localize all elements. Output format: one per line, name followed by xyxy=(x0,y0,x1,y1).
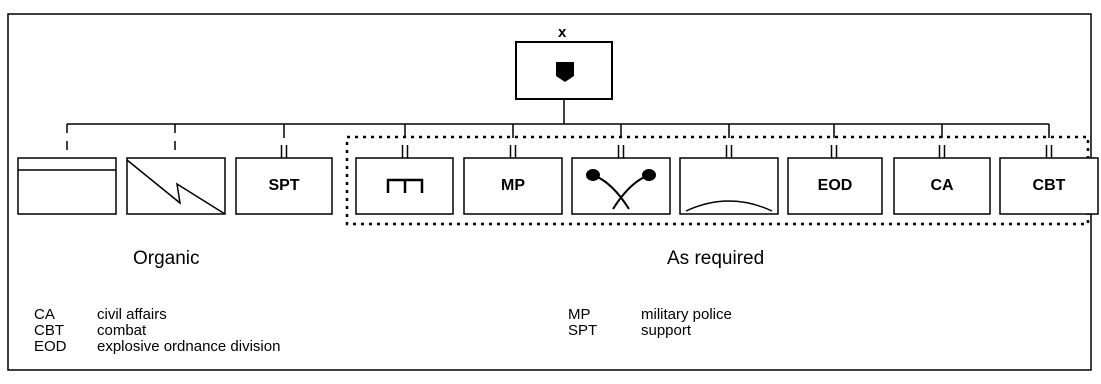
hq-shield-icon xyxy=(556,62,574,82)
armor-arc-icon xyxy=(685,200,773,212)
unit-box-8 xyxy=(787,157,883,215)
unit-box-6 xyxy=(571,157,671,215)
legend-desc-mp: military police xyxy=(641,306,732,323)
unit-box-5 xyxy=(463,157,563,215)
unit-box-1 xyxy=(17,157,117,215)
legend-desc-ca: civil affairs xyxy=(97,306,167,323)
legend-abbr-cbt: CBT xyxy=(34,322,64,339)
legend-desc-cbt: combat xyxy=(97,322,147,339)
legend-abbr-eod: EOD xyxy=(34,338,67,355)
legend-desc-spt: support xyxy=(641,322,692,339)
unit-label-eod: EOD xyxy=(817,177,853,194)
legend-abbr-ca: CA xyxy=(34,306,55,323)
unit-box-10 xyxy=(999,157,1099,215)
unit-label-ca: CA xyxy=(930,177,954,194)
legend-abbr-spt: SPT xyxy=(568,322,598,339)
organic-caption: Organic xyxy=(133,248,200,269)
unit-label-mp: MP xyxy=(501,177,525,194)
echelon-mark: x xyxy=(558,24,567,41)
unit-label-spt: SPT xyxy=(268,177,300,194)
unit-box-9 xyxy=(893,157,991,215)
signal-zigzag-icon xyxy=(126,159,226,215)
unit-box-7 xyxy=(679,157,779,215)
unit-box-3 xyxy=(235,157,333,215)
unit-label-cbt: CBT xyxy=(1032,177,1066,194)
chemical-retorts-icon xyxy=(586,169,656,210)
as-required-caption: As required xyxy=(667,248,765,269)
legend-desc-eod: explosive ordnance division xyxy=(97,338,281,355)
drop-lines xyxy=(66,124,1053,158)
legend-abbr-mp: MP xyxy=(568,306,591,323)
engineer-bridge-icon xyxy=(386,178,424,193)
